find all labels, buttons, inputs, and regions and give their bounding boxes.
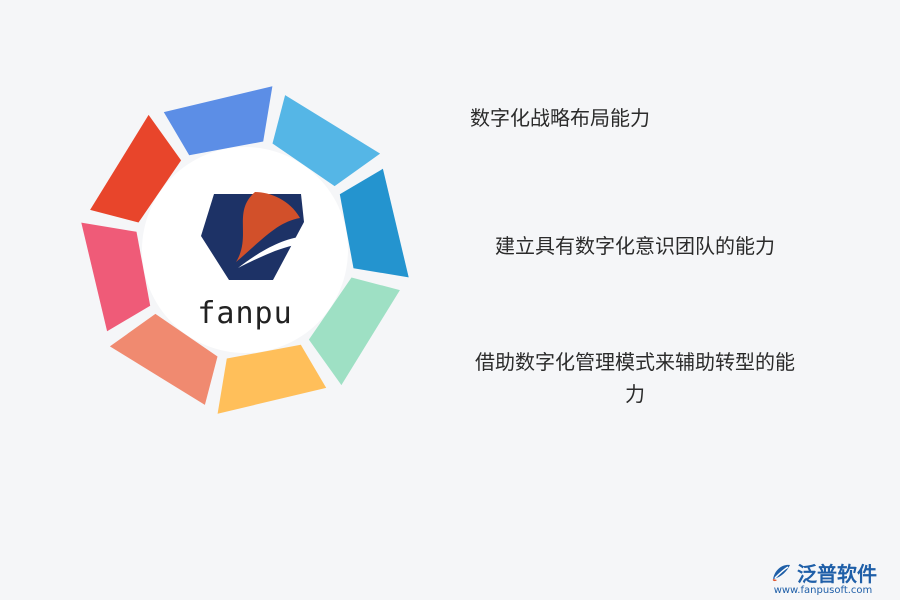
footer-url: www.fanpusoft.com: [773, 585, 873, 596]
logo-text: fanpu: [197, 296, 293, 331]
ring-segment: [272, 95, 381, 187]
brand-footer: 泛普软件 www.fanpusoft.com: [758, 558, 888, 596]
fanpu-logo-icon: [201, 192, 306, 280]
capability-item: 建立具有数字化意识团队的能力: [495, 234, 775, 258]
capability-item: 数字化战略布局能力: [470, 106, 650, 130]
ring-segments: [81, 86, 409, 414]
ring-segment: [217, 344, 327, 414]
ring-segment: [339, 168, 409, 278]
ring-segment: [90, 114, 182, 223]
capability-item: 借助数字化管理模式来辅助转型的能力: [475, 350, 795, 406]
ring-segment: [81, 222, 151, 332]
ring-segment: [308, 277, 400, 386]
ring-segment: [163, 86, 273, 156]
fanpu-leaf-icon: [772, 564, 790, 581]
footer-brand-name: 泛普软件: [797, 562, 877, 586]
ring-segment: [109, 313, 218, 405]
